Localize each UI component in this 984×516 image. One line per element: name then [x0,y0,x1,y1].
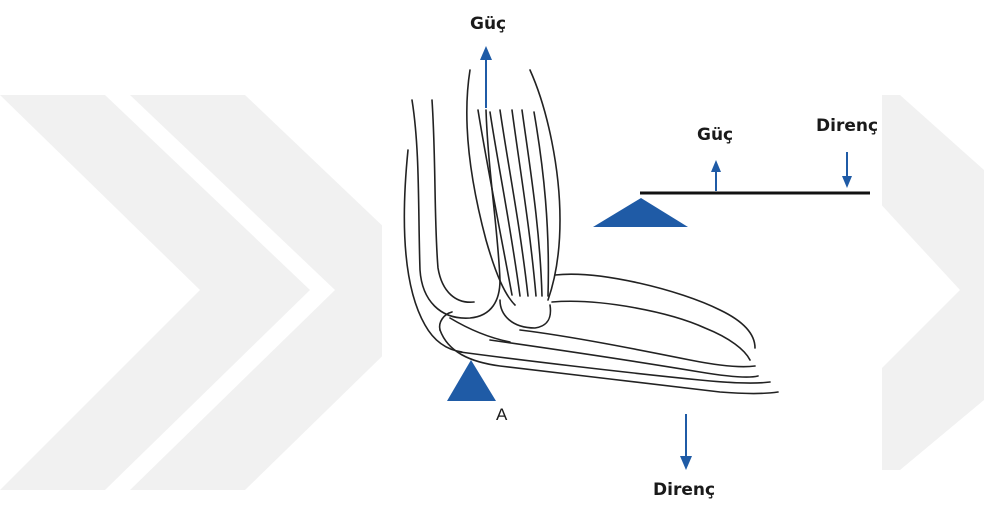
illustration-panel [382,0,882,516]
bottom-resistance-label: Direnç [653,480,715,500]
joint-point-label: A [496,405,507,425]
top-force-label: Güç [470,14,506,34]
lever-force-label: Güç [697,125,733,145]
lever-resistance-label: Direnç [816,116,878,136]
